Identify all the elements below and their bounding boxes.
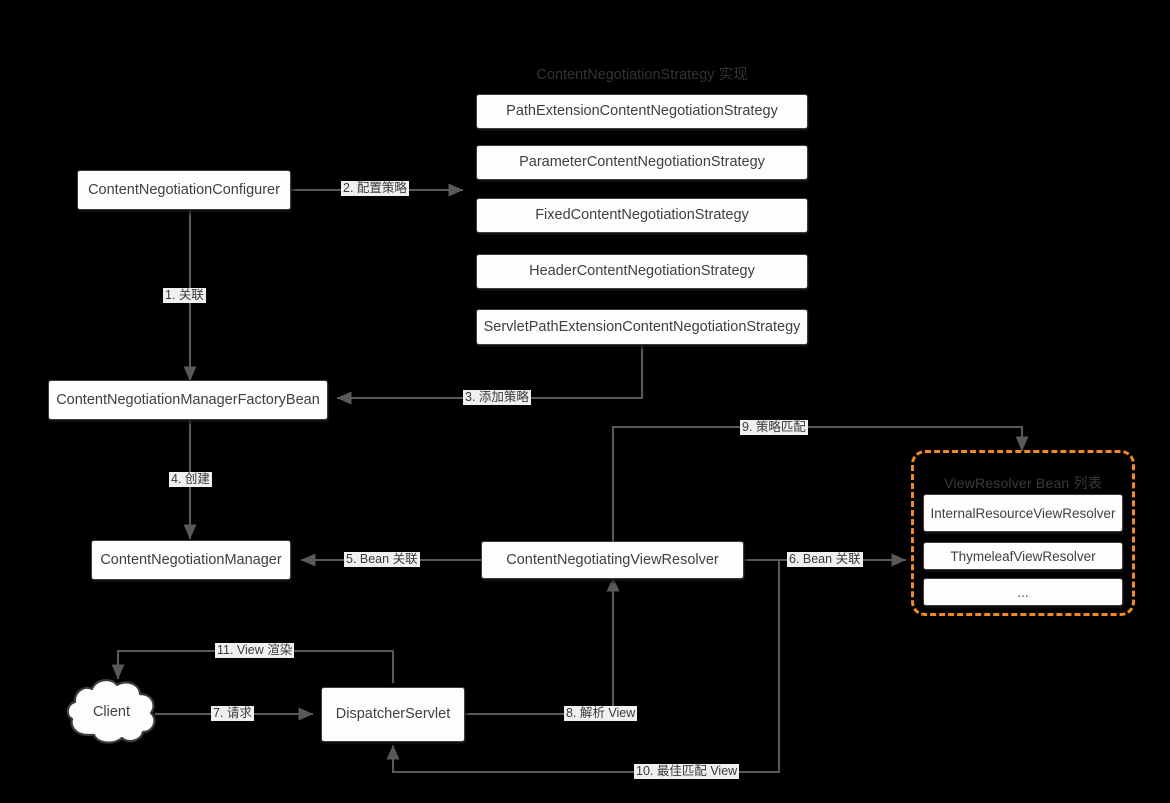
edge-label-1: 1. 关联	[163, 288, 206, 303]
edge-8-path	[463, 576, 620, 716]
node-thymeleaf-view-resolver[interactable]: ThymeleafViewResolver	[923, 542, 1123, 570]
node-content-negotiating-view-resolver[interactable]: ContentNegotiatingViewResolver	[481, 541, 744, 579]
edge-label-11: 11. View 渲染	[215, 643, 295, 658]
edge-label-8: 8. 解析 View	[564, 706, 638, 721]
node-internal-resource-view-resolver[interactable]: InternalResourceViewResolver	[923, 494, 1123, 532]
node-dispatcher-servlet[interactable]: DispatcherServlet	[321, 687, 465, 742]
strategy-group-title: ContentNegotiationStrategy 实现	[536, 67, 748, 83]
cloud-icon	[66, 679, 156, 744]
edge-label-6: 6. Bean 关联	[787, 552, 863, 567]
edge-label-9: 9. 策略匹配	[740, 420, 808, 435]
node-content-negotiation-manager-factory-bean[interactable]: ContentNegotiationManagerFactoryBean	[48, 380, 328, 420]
edge-label-2: 2. 配置策略	[341, 181, 409, 196]
viewresolver-group	[911, 450, 1135, 616]
node-servlet-path-extension-strategy[interactable]: ServletPathExtensionContentNegotiationSt…	[476, 309, 808, 345]
node-parameter-strategy[interactable]: ParameterContentNegotiationStrategy	[476, 145, 808, 180]
node-fixed-strategy[interactable]: FixedContentNegotiationStrategy	[476, 198, 808, 233]
edge-label-4: 4. 创建	[169, 472, 212, 487]
node-more-view-resolvers[interactable]: ...	[923, 578, 1123, 606]
node-content-negotiation-manager[interactable]: ContentNegotiationManager	[91, 540, 291, 580]
edge-label-3: 3. 添加策略	[463, 390, 531, 405]
edge-label-10: 10. 最佳匹配 View	[634, 764, 740, 779]
edge-label-5: 5. Bean 关联	[344, 552, 420, 567]
node-client[interactable]: Client	[64, 673, 159, 751]
node-path-extension-strategy[interactable]: PathExtensionContentNegotiationStrategy	[476, 94, 808, 129]
node-content-negotiation-configurer[interactable]: ContentNegotiationConfigurer	[77, 170, 291, 210]
client-label: Client	[92, 704, 131, 720]
node-header-strategy[interactable]: HeaderContentNegotiationStrategy	[476, 254, 808, 289]
viewresolver-group-title: ViewResolver Bean 列表	[944, 475, 1102, 491]
edge-label-7: 7. 请求	[211, 706, 254, 721]
